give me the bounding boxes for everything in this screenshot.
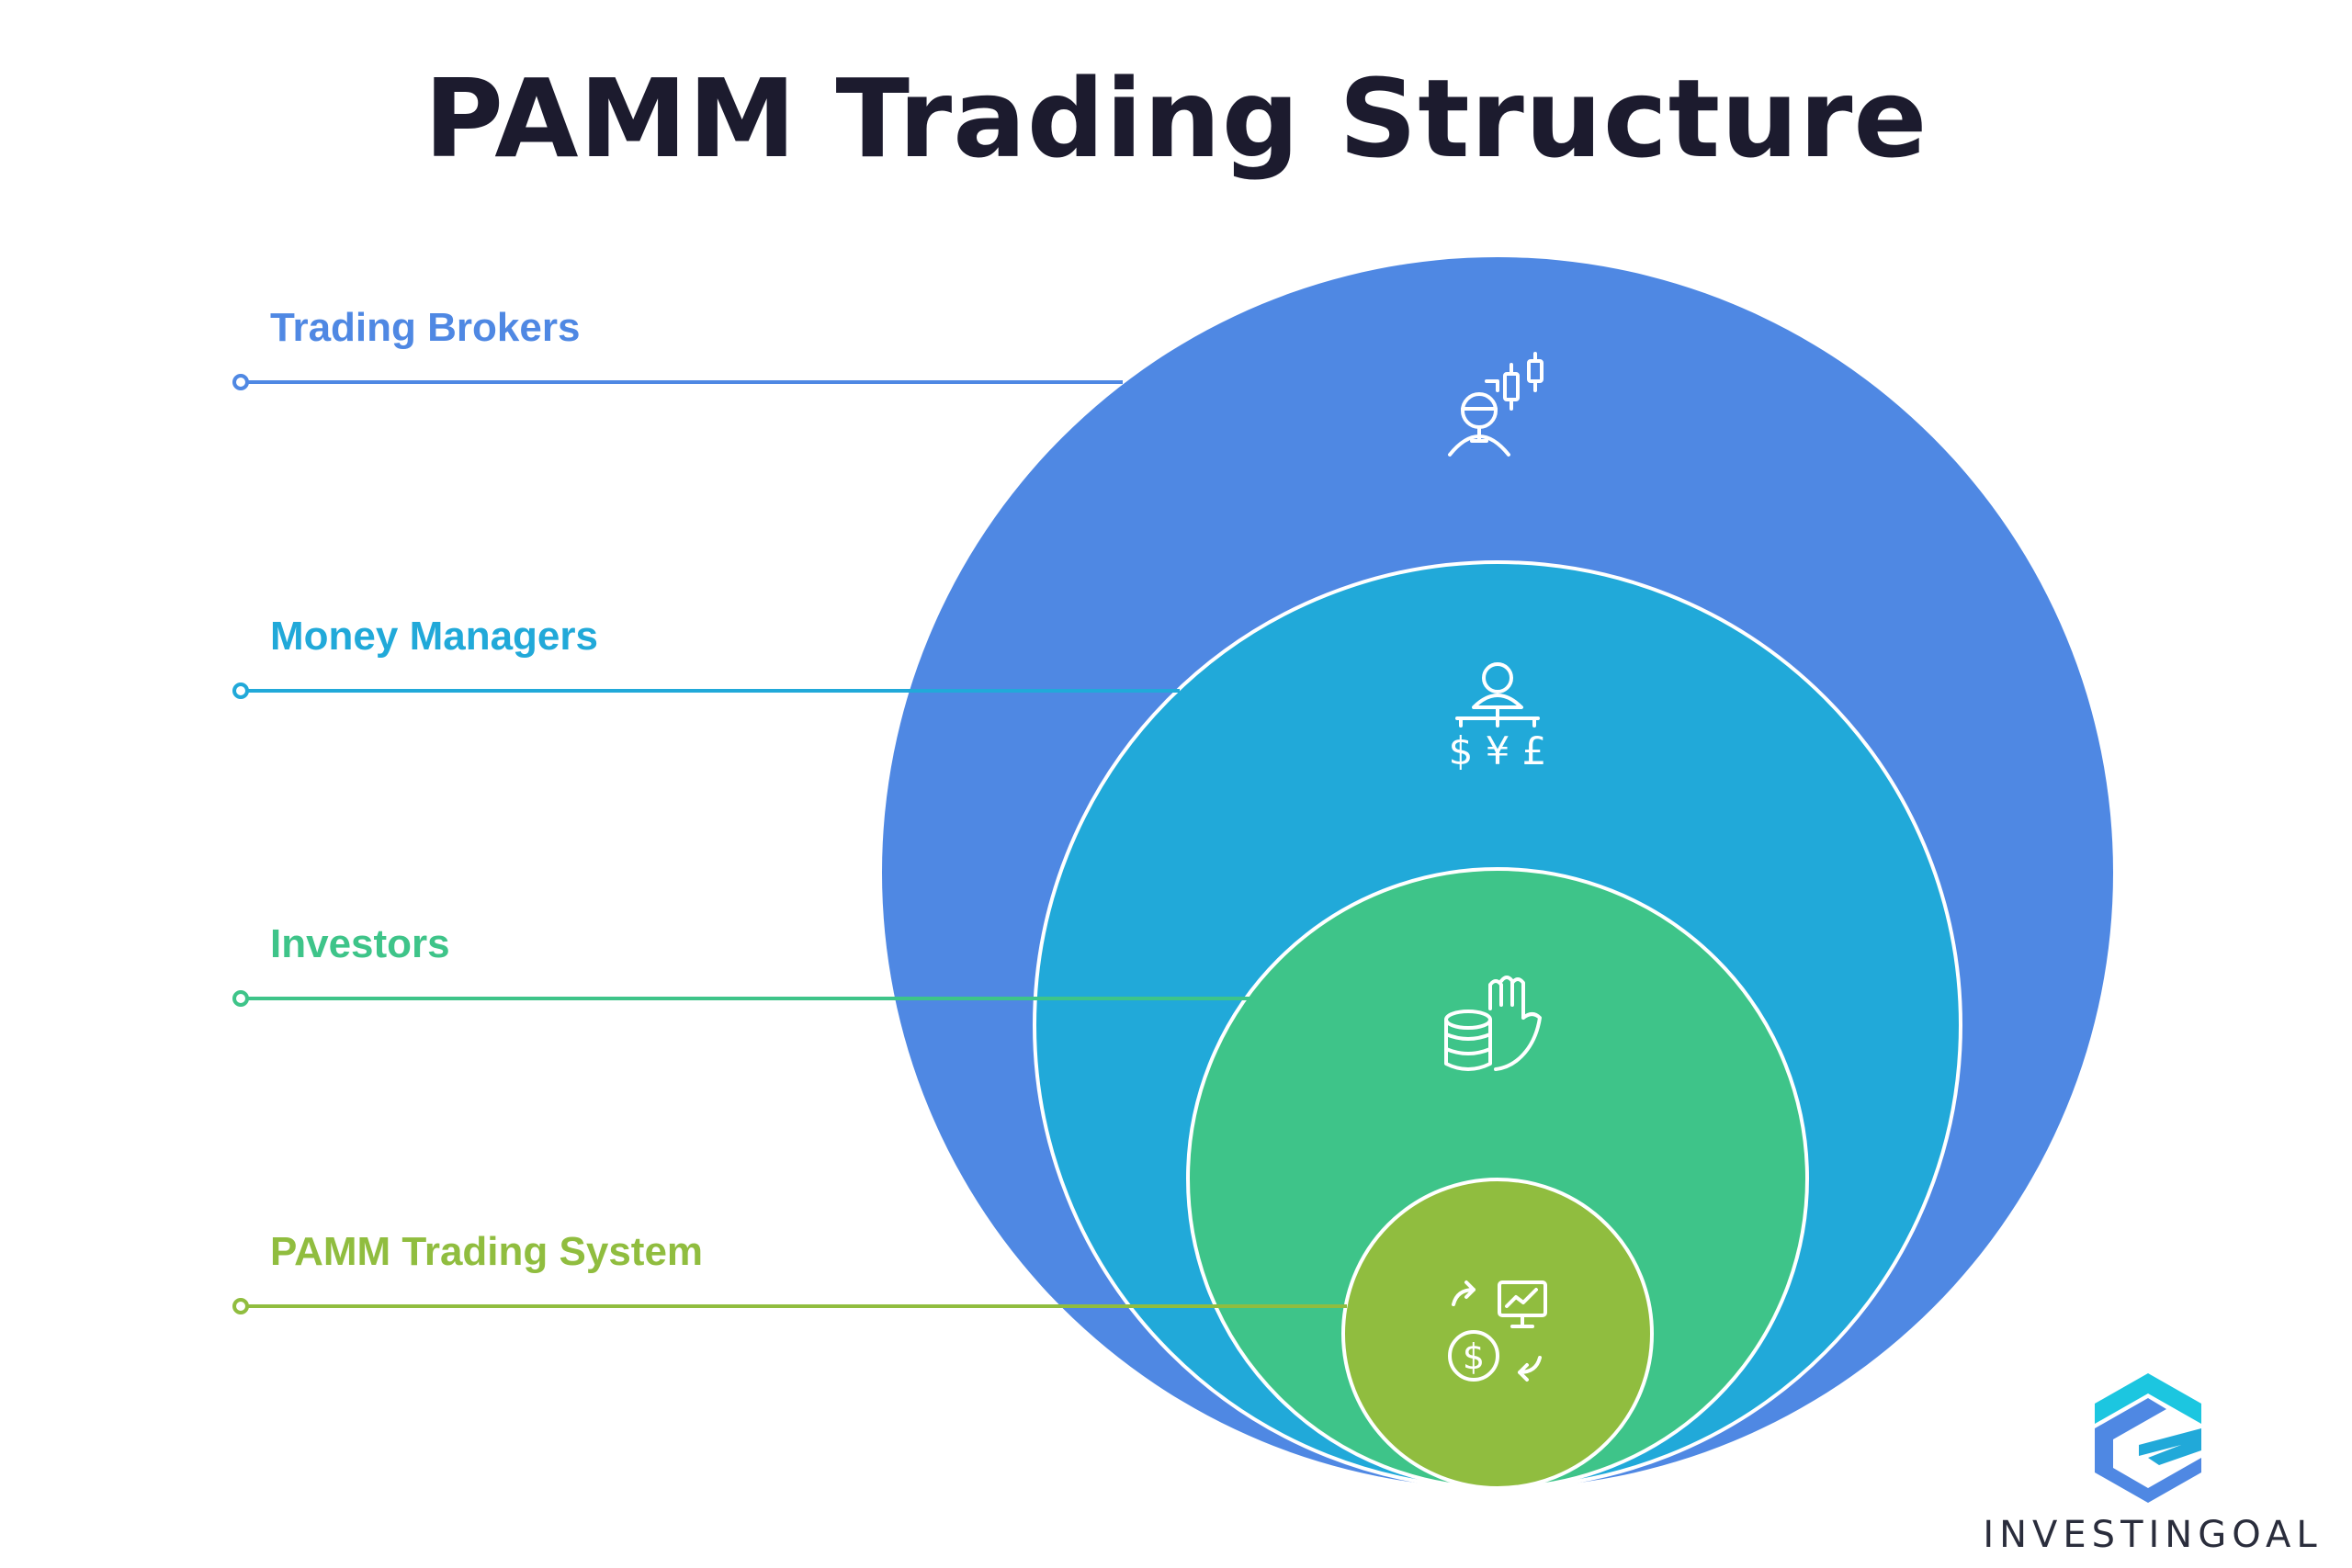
label-trading-brokers: Trading Brokers bbox=[270, 305, 581, 350]
layer-circle-pamm-trading-system bbox=[1341, 1178, 1654, 1490]
brand-name: INVESTINGOAL bbox=[1983, 1514, 2323, 1556]
hand-coins-icon bbox=[1444, 976, 1542, 1071]
label-investors: Investors bbox=[270, 921, 450, 966]
svg-text:$: $ bbox=[1449, 728, 1474, 773]
investingoal-logo-mark bbox=[2095, 1373, 2201, 1503]
label-pamm-trading-system: PAMM Trading System bbox=[270, 1229, 704, 1274]
connector-pamm-trading-system bbox=[232, 1298, 1347, 1314]
connector-money-managers bbox=[232, 682, 1180, 699]
svg-text:£: £ bbox=[1522, 728, 1547, 773]
svg-text:¥: ¥ bbox=[1486, 728, 1510, 773]
manager-currency-icon: $ ¥ £ bbox=[1449, 662, 1547, 773]
connector-trading-brokers bbox=[232, 374, 1123, 390]
connector-investors bbox=[232, 990, 1251, 1007]
money-exchange-chart-icon: $ bbox=[1448, 1280, 1547, 1382]
trader-candlestick-icon bbox=[1448, 352, 1544, 457]
svg-text:$: $ bbox=[1463, 1337, 1485, 1377]
label-money-managers: Money Managers bbox=[270, 614, 598, 659]
diagram-title: PAMM Trading Structure bbox=[424, 55, 1928, 182]
